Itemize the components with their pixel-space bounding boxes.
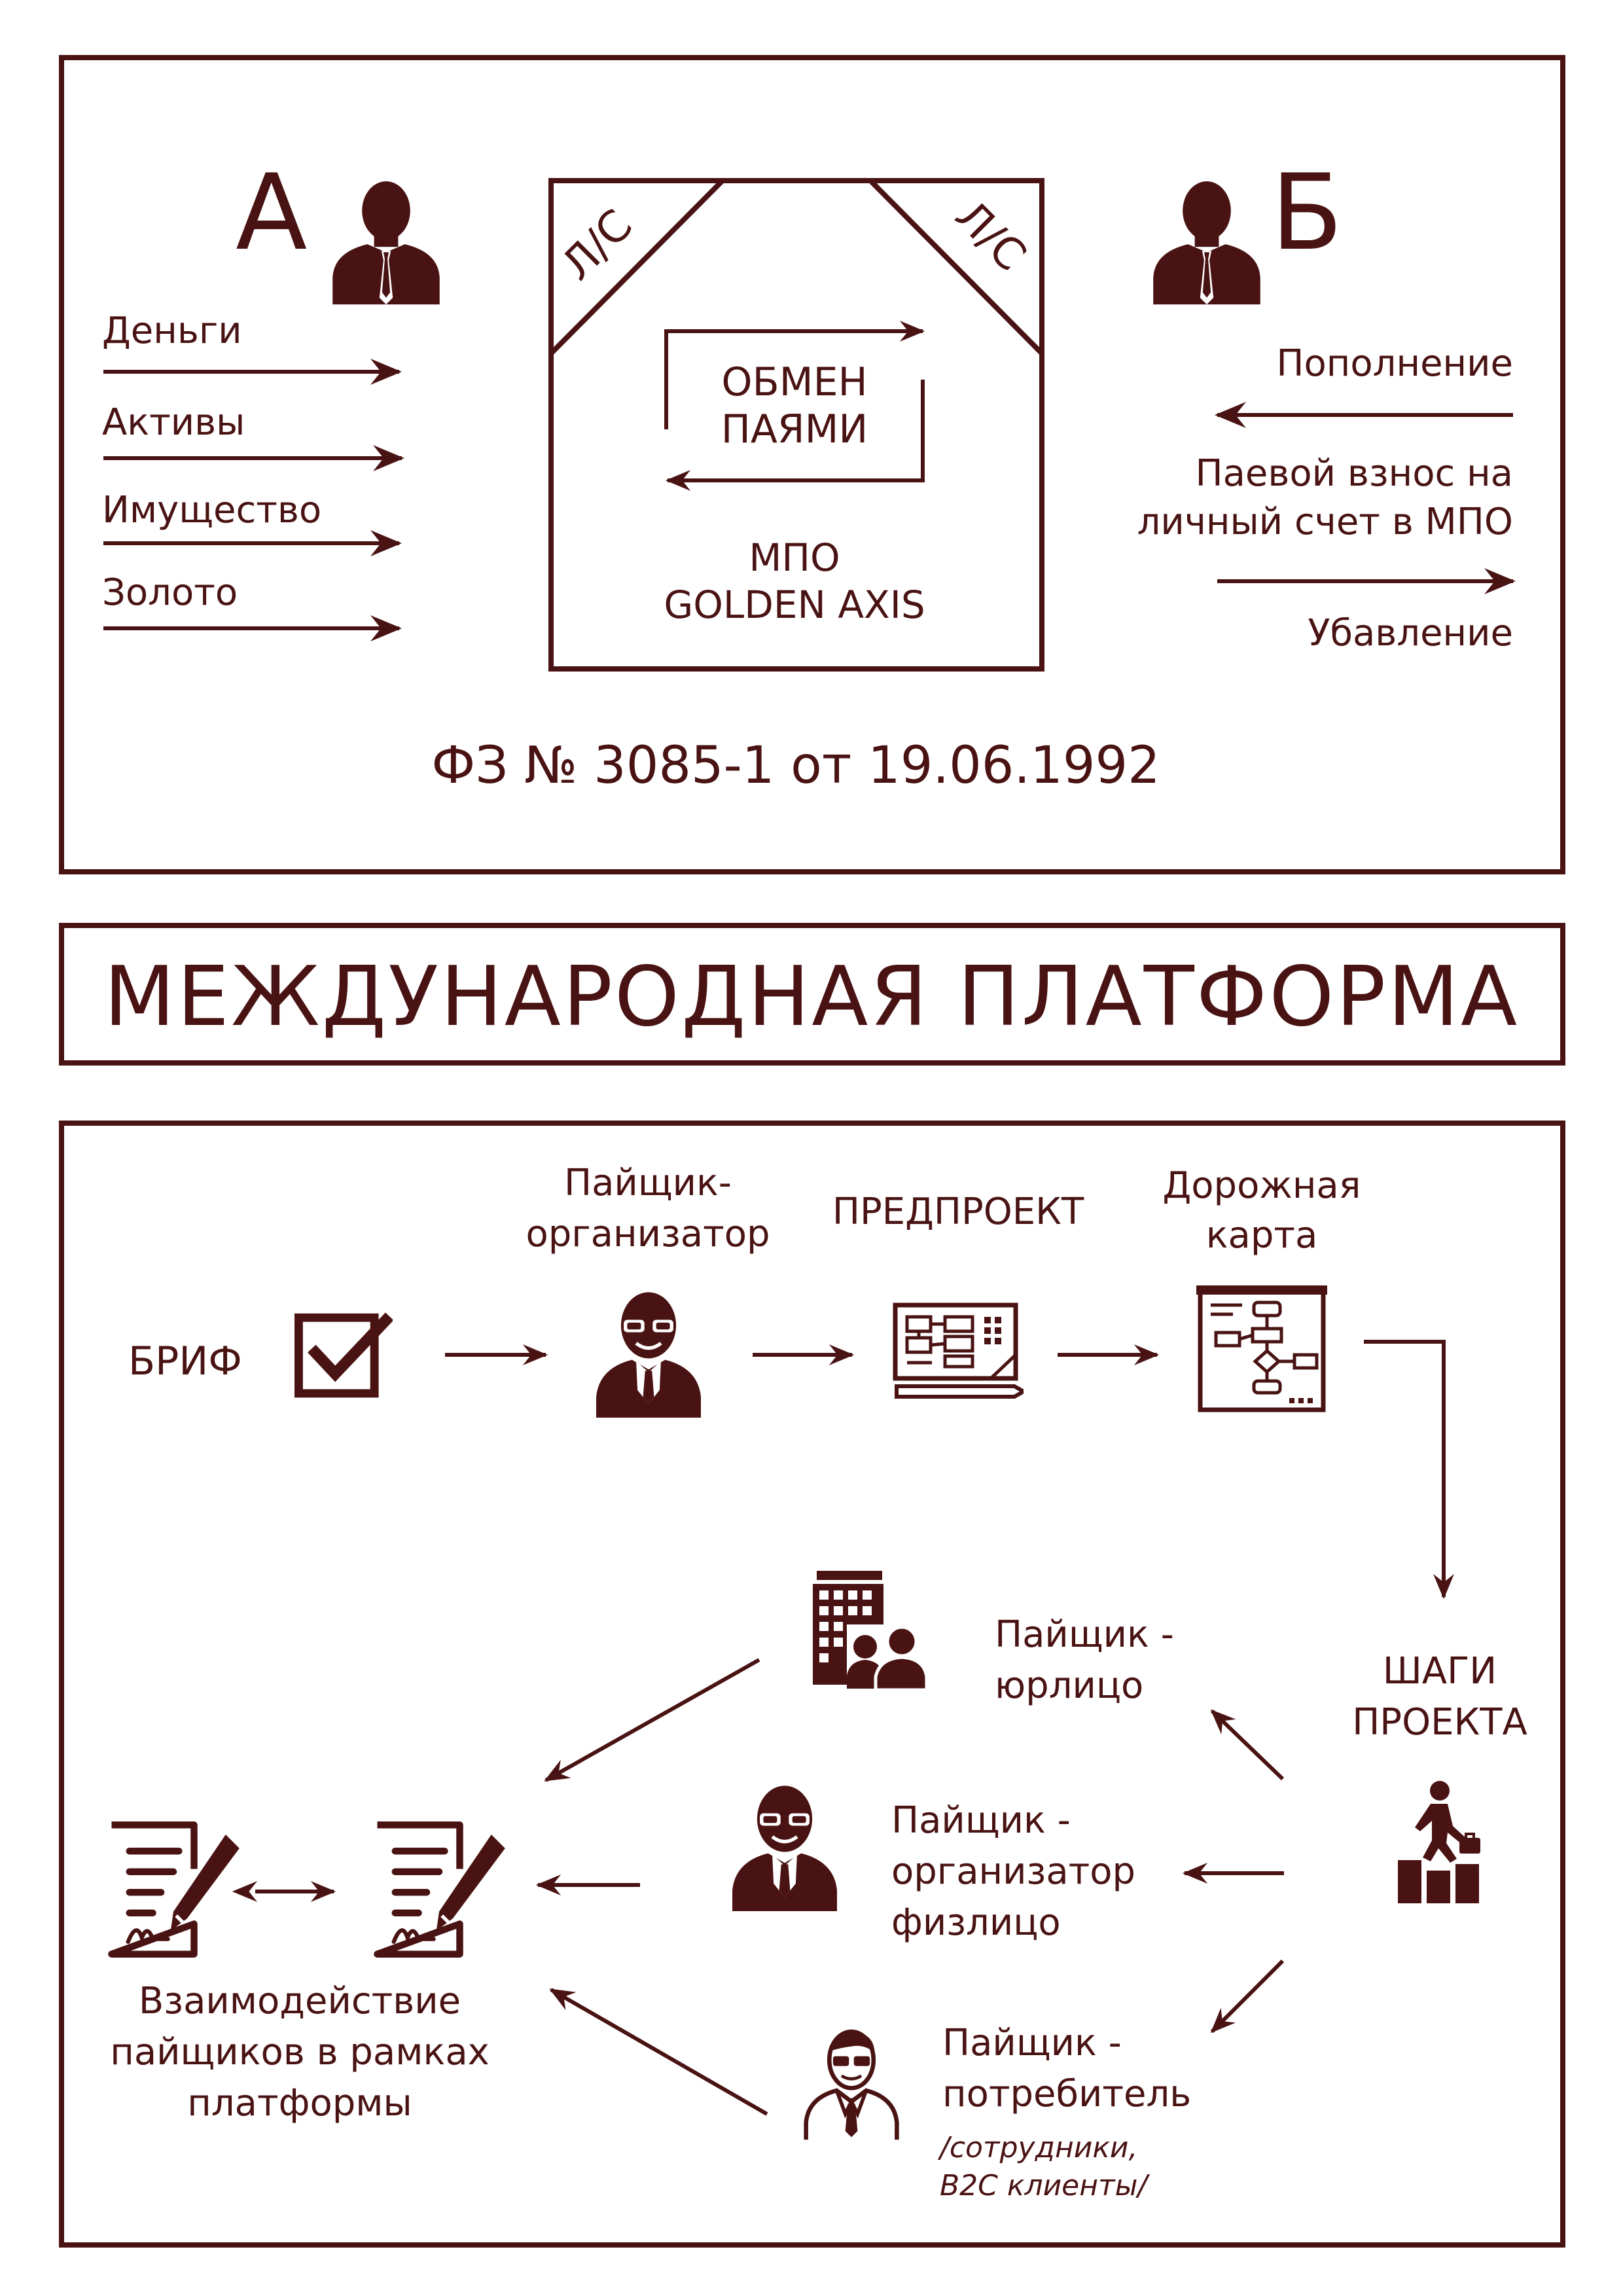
assets-list: Деньги Активы Имущество Золото — [102, 310, 404, 641]
arrow-legal-to-interaction — [544, 1658, 760, 1782]
asset-label: Активы — [102, 401, 245, 444]
interaction-label-line2: пайщиков в рамках — [110, 2031, 490, 2073]
mpo-box: Л/С Л/С ОБМЕН ПАЯМИ МПО GOLDEN AXIS — [548, 178, 1044, 672]
exchange-label-line1: ОБМЕН — [721, 359, 867, 405]
individual-shareholder-line1: Пайщик - — [891, 1799, 1071, 1842]
roadmap-label-line1: Дорожная — [1163, 1164, 1361, 1207]
organizer-label-line2: организатор — [526, 1213, 770, 1255]
flowchart-board-icon — [1196, 1285, 1327, 1410]
contract-signing-icon — [112, 1825, 240, 1954]
arrow-to-legal — [1210, 1709, 1285, 1781]
asset-label: Деньги — [102, 310, 242, 352]
preproject-label: ПРЕДПРОЕКТ — [832, 1191, 1084, 1233]
steps-label-line1: ШАГИ — [1383, 1650, 1497, 1693]
interaction-label-line1: Взаимодействие — [139, 1980, 461, 2022]
individual-shareholder-line3: физлицо — [891, 1901, 1061, 1944]
consumer-note-line1: /сотрудники, — [937, 2131, 1137, 2164]
businessman-icon — [732, 1785, 837, 1911]
arrow-to-consumer — [1210, 1959, 1285, 2034]
businessman-icon — [596, 1292, 701, 1418]
decrease-label: Убавление — [1308, 612, 1513, 655]
person-icon — [1153, 181, 1260, 305]
contract-signing-icon — [378, 1825, 505, 1954]
flow-arrow-to-steps — [1364, 1340, 1454, 1600]
top-section-frame — [59, 55, 1565, 874]
building-people-icon — [813, 1571, 928, 1690]
individual-shareholder-line2: организатор — [891, 1850, 1135, 1893]
asset-label: Золото — [102, 571, 238, 614]
roadmap-label-line2: карта — [1206, 1214, 1318, 1257]
exchange-label-line2: ПАЯМИ — [721, 406, 868, 452]
consumer-icon — [806, 2032, 897, 2140]
checkbox-icon — [298, 1318, 385, 1393]
party-b-label: Б — [1271, 151, 1343, 274]
replenish-label: Пополнение — [1276, 342, 1513, 385]
banner-frame — [59, 923, 1565, 1066]
consumer-shareholder-line1: Пайщик - — [942, 2022, 1122, 2064]
bottom-section-frame — [59, 1121, 1565, 2248]
contribution-label-line2: личный счет в МПО — [1137, 501, 1513, 543]
arrow-consumer-to-interaction — [549, 1988, 768, 2116]
steps-label-line2: ПРОЕКТА — [1352, 1701, 1527, 1744]
law-reference: ФЗ № 3085-1 от 19.06.1992 — [431, 736, 1160, 795]
consumer-shareholder-line2: потребитель — [942, 2073, 1191, 2115]
blueprint-icon — [895, 1305, 1024, 1397]
consumer-note-line2: B2C клиенты/ — [940, 2169, 1150, 2202]
organizer-label-line1: Пайщик- — [564, 1162, 732, 1204]
legal-shareholder-line1: Пайщик - — [995, 1613, 1174, 1656]
interaction-label-line3: платформы — [187, 2082, 412, 2125]
exchange-arrow-left — [665, 380, 925, 491]
exchange-arrow-right — [664, 321, 925, 429]
account-flows: Пополнение Паевой взнос на личный счет в… — [1137, 342, 1516, 655]
legal-shareholder-line2: юрлицо — [995, 1664, 1143, 1707]
brief-label: БРИФ — [128, 1338, 242, 1384]
banner-title: МЕЖДУНАРОДНАЯ ПЛАТФОРМА — [104, 948, 1520, 1045]
party-a-label: А — [236, 151, 307, 274]
org-label-line1: МПО — [749, 535, 840, 580]
asset-label: Имущество — [102, 489, 321, 531]
contribution-label-line1: Паевой взнос на — [1195, 452, 1513, 495]
org-label-line2: GOLDEN AXIS — [664, 583, 925, 627]
climbing-steps-icon — [1397, 1780, 1482, 1905]
person-icon — [332, 181, 440, 305]
